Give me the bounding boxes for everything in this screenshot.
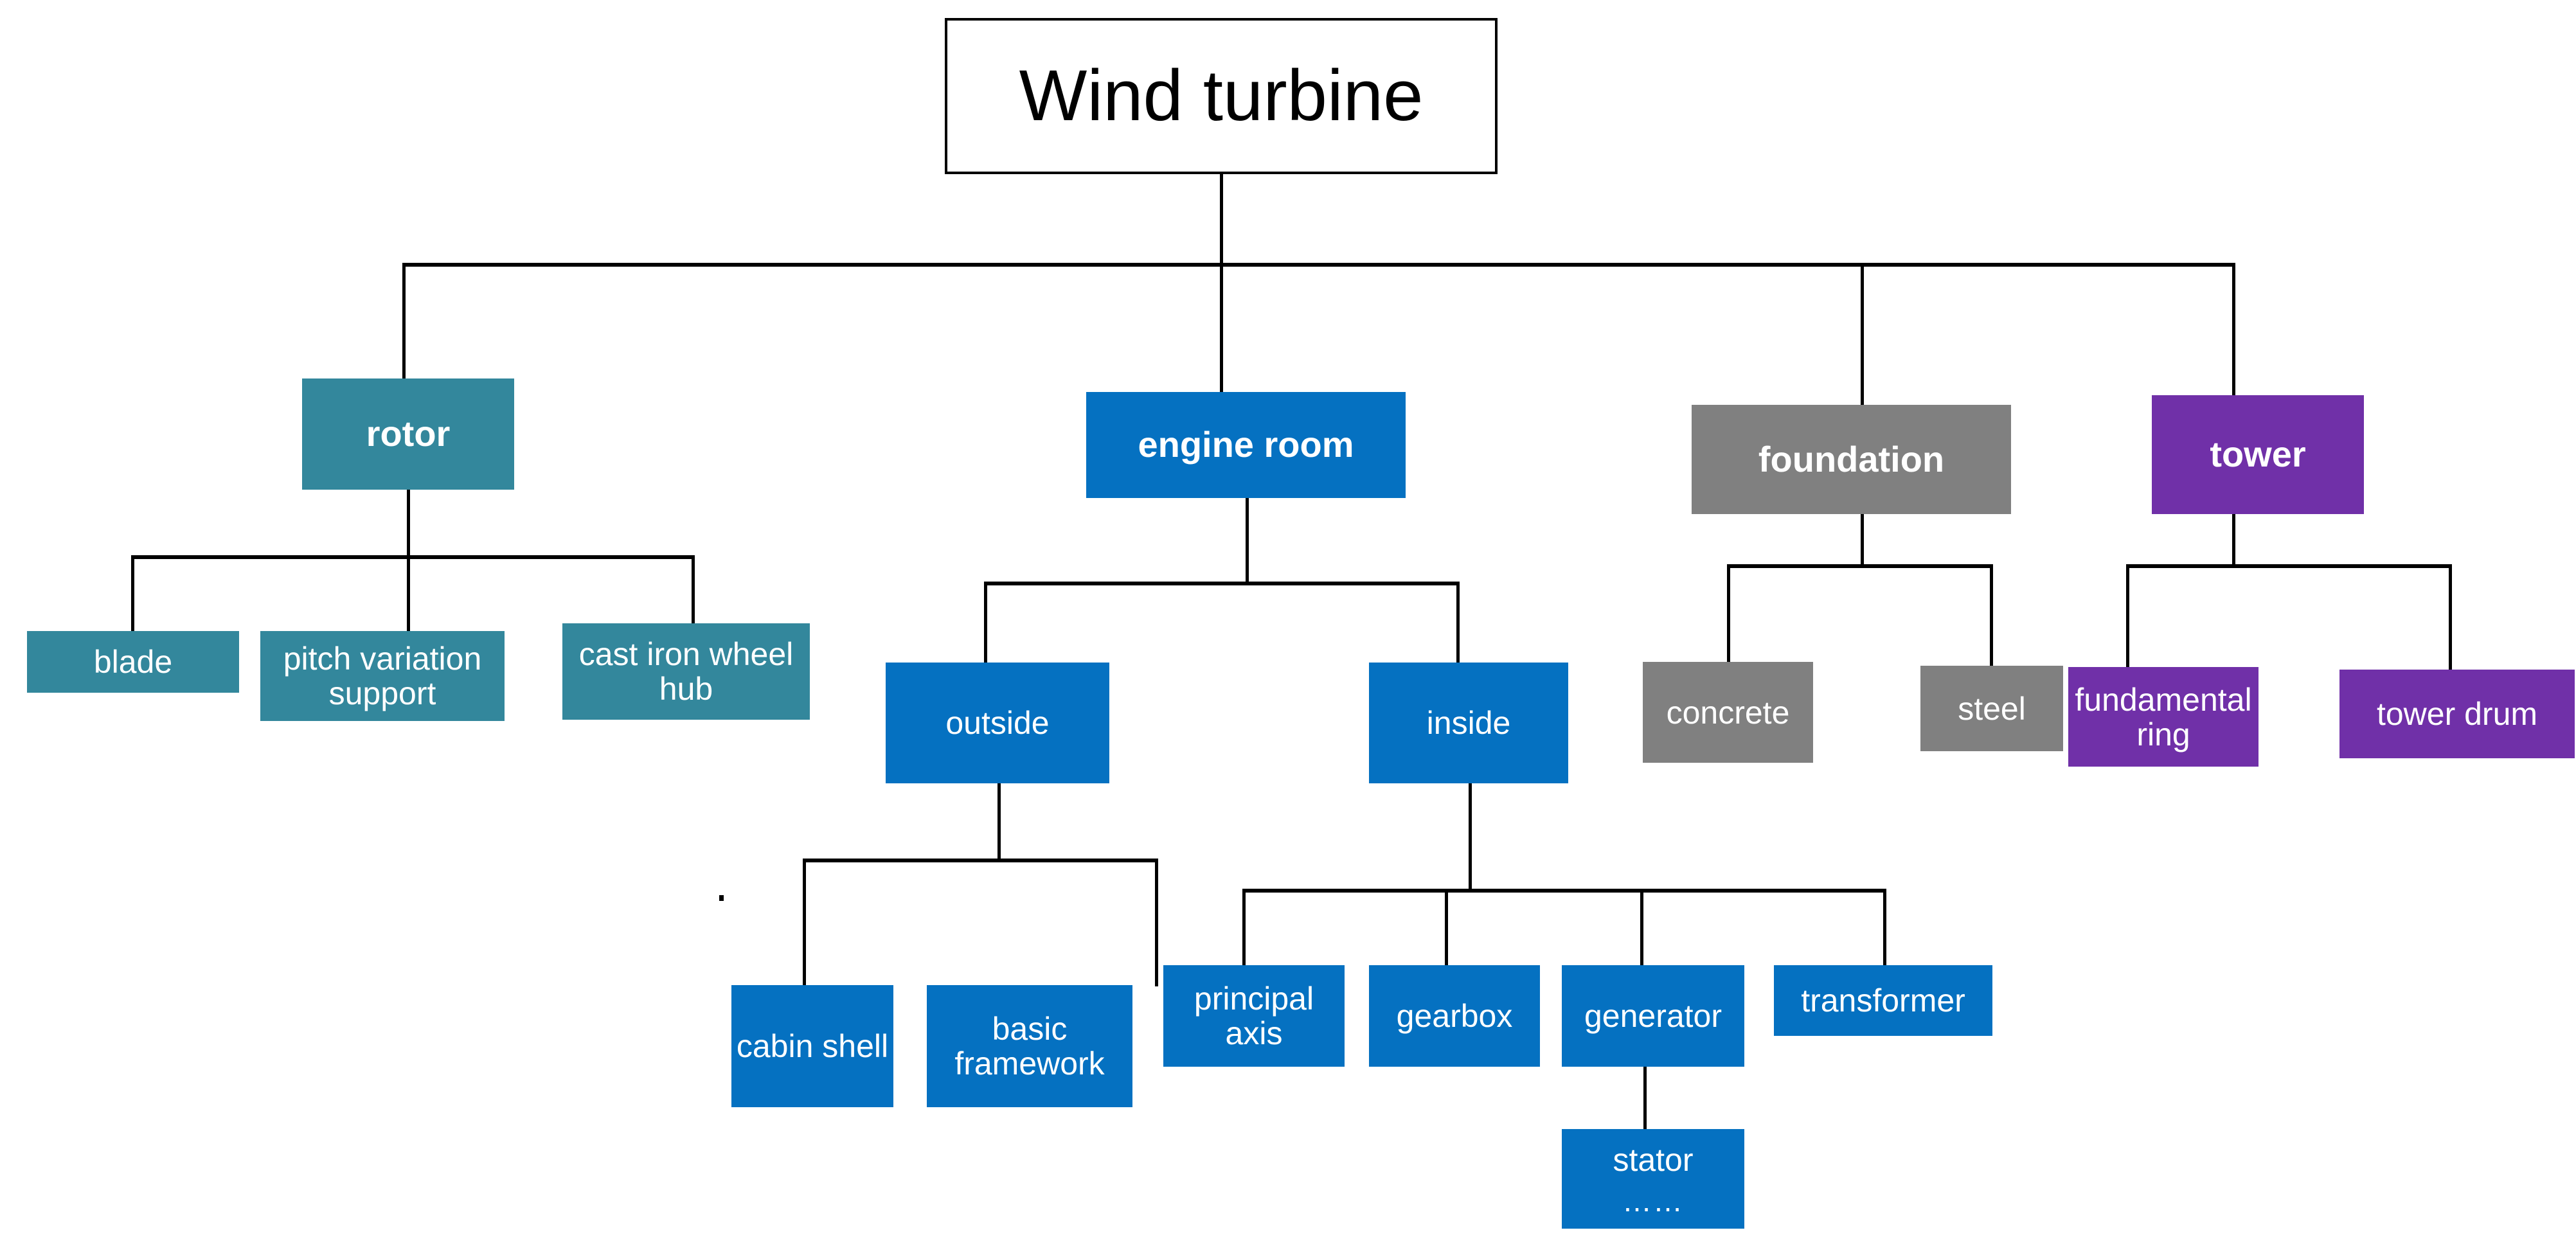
edge-inside-to-transformer — [1883, 889, 1886, 966]
edge-tower-to-tower-drum — [2449, 564, 2452, 670]
edge-engine-room-stem — [1246, 498, 1249, 583]
edge-rotor-to-blade — [131, 555, 134, 632]
node-label-fundamental-ring: fundamental ring — [2075, 681, 2252, 752]
edge-inside-to-generator — [1640, 889, 1643, 966]
node-label-concrete: concrete — [1666, 694, 1790, 731]
node-label-principal-axis: principal axis — [1194, 981, 1314, 1051]
edge-engine-room-to-inside — [1456, 582, 1460, 663]
node-label-foundation: foundation — [1758, 438, 1945, 479]
edge-outside-stem — [997, 783, 1001, 860]
edge-outside-bus — [803, 859, 1158, 862]
edge-engine-room-to-outside — [984, 582, 987, 663]
node-label-tower: tower — [2210, 434, 2306, 475]
node-transformer[interactable]: transformer — [1774, 965, 1992, 1036]
node-label-stator-continuation: …… — [1622, 1184, 1684, 1218]
node-label-cabin-shell: cabin shell — [736, 1028, 889, 1064]
edge-inside-to-principal-axis — [1242, 889, 1246, 966]
node-label-transformer: transformer — [1801, 983, 1965, 1019]
edge-level2-bus — [402, 263, 2235, 267]
node-concrete[interactable]: concrete — [1643, 662, 1813, 763]
node-label-gearbox: gearbox — [1396, 998, 1513, 1034]
edge-inside-stem — [1469, 783, 1472, 891]
edge-foundation-to-steel — [1990, 564, 1993, 666]
edge-bus-to-tower — [2232, 263, 2235, 396]
edge-outside-to-cabin-shell — [803, 859, 806, 986]
node-inside[interactable]: inside — [1369, 663, 1568, 783]
node-label-outside: outside — [945, 705, 1050, 741]
node-cast-iron-wheel-hub[interactable]: cast iron wheel hub — [562, 623, 810, 720]
node-tower[interactable]: tower — [2152, 395, 2364, 514]
edge-rotor-to-cast-iron-wheel-hub — [692, 555, 695, 625]
edge-foundation-bus — [1727, 564, 1993, 568]
edge-foundation-stem — [1861, 514, 1864, 567]
node-pitch-variation-support[interactable]: pitch variation support — [260, 631, 505, 721]
edge-bus-to-rotor — [402, 263, 406, 380]
stray-dot-artifact — [719, 895, 724, 901]
node-cabin-shell[interactable]: cabin shell — [731, 985, 893, 1107]
edge-generator-to-stator — [1643, 1065, 1647, 1129]
node-label-basic-framework: basic framework — [954, 1011, 1105, 1081]
node-label-stator: stator — [1613, 1141, 1694, 1178]
edge-tower-to-fundamental-ring — [2126, 564, 2129, 667]
node-blade[interactable]: blade — [27, 631, 239, 693]
edge-tower-stem — [2232, 514, 2235, 567]
node-foundation[interactable]: foundation — [1692, 405, 2011, 514]
node-label-steel: steel — [1958, 690, 2026, 727]
edge-inside-to-gearbox — [1445, 889, 1448, 966]
node-label-engine-room: engine room — [1138, 424, 1354, 465]
node-label-rotor: rotor — [366, 413, 451, 454]
edge-root-stem — [1220, 174, 1223, 267]
edge-rotor-bus — [131, 555, 694, 559]
node-principal-axis[interactable]: principal axis — [1163, 965, 1345, 1067]
node-tower-drum[interactable]: tower drum — [2339, 670, 2575, 758]
node-label-generator: generator — [1584, 998, 1722, 1034]
edge-rotor-stem — [407, 490, 410, 558]
node-label-inside: inside — [1426, 705, 1511, 741]
edge-tower-bus — [2126, 564, 2452, 568]
edge-engine-room-bus — [984, 582, 1460, 585]
node-label-cast-iron-wheel-hub: cast iron wheel hub — [578, 636, 794, 707]
edge-inside-bus — [1242, 889, 1886, 893]
node-engine-room[interactable]: engine room — [1086, 392, 1406, 498]
node-stator[interactable]: stator …… — [1562, 1129, 1744, 1229]
node-gearbox[interactable]: gearbox — [1369, 965, 1540, 1067]
edge-foundation-to-concrete — [1727, 564, 1730, 662]
node-basic-framework[interactable]: basic framework — [927, 985, 1132, 1107]
node-outside[interactable]: outside — [886, 663, 1109, 783]
node-label-wind-turbine: Wind turbine — [1019, 55, 1424, 136]
node-label-tower-drum: tower drum — [2376, 696, 2538, 732]
node-rotor[interactable]: rotor — [302, 378, 514, 490]
node-generator[interactable]: generator — [1562, 965, 1744, 1067]
edge-bus-to-engine-room — [1220, 263, 1223, 393]
edge-outside-to-basic-framework — [1155, 859, 1158, 986]
edge-bus-to-foundation — [1861, 263, 1864, 405]
node-fundamental-ring[interactable]: fundamental ring — [2068, 667, 2258, 767]
node-label-pitch-variation-support: pitch variation support — [283, 641, 482, 711]
node-steel[interactable]: steel — [1920, 666, 2063, 751]
node-label-blade: blade — [93, 644, 173, 680]
node-wind-turbine[interactable]: Wind turbine — [945, 18, 1498, 174]
edge-rotor-to-pitch-variation-support — [407, 555, 410, 632]
